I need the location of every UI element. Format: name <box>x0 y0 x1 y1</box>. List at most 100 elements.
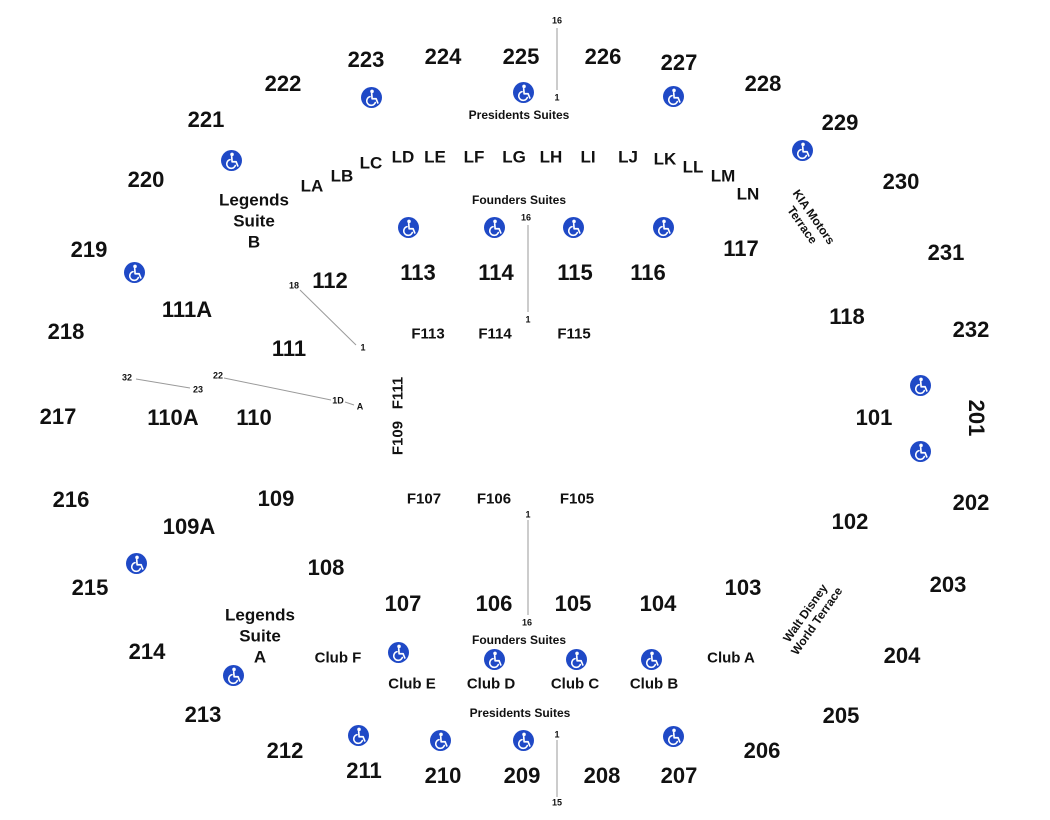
section-104[interactable]: 104 <box>639 591 677 616</box>
section-206[interactable]: 206 <box>743 738 781 763</box>
section-216[interactable]: 216 <box>52 487 90 512</box>
section-118[interactable]: 118 <box>829 304 865 329</box>
loge-box-lj[interactable]: LJ <box>618 147 638 167</box>
section-203[interactable]: 203 <box>929 572 967 597</box>
wheelchair-icon[interactable] <box>222 664 244 686</box>
loge-box-ll[interactable]: LL <box>682 157 704 177</box>
wheelchair-icon[interactable] <box>909 374 931 396</box>
wheelchair-icon[interactable] <box>429 729 451 751</box>
founders-box-f114[interactable]: F114 <box>478 325 512 343</box>
section-204[interactable]: 204 <box>883 643 921 668</box>
section-110a[interactable]: 110A <box>147 405 199 430</box>
section-106[interactable]: 106 <box>475 591 513 616</box>
wheelchair-icon[interactable] <box>662 85 684 107</box>
wheelchair-icon[interactable] <box>483 216 505 238</box>
section-111[interactable]: 111 <box>271 336 307 361</box>
wheelchair-icon[interactable] <box>909 440 931 462</box>
founders-box-f113[interactable]: F113 <box>411 325 445 343</box>
section-217[interactable]: 217 <box>39 404 77 429</box>
section-210[interactable]: 210 <box>424 763 462 788</box>
loge-box-lf[interactable]: LF <box>463 147 485 167</box>
wheelchair-icon[interactable] <box>791 139 813 161</box>
wheelchair-icon[interactable] <box>483 648 505 670</box>
section-228[interactable]: 228 <box>744 71 782 96</box>
founders-box-f105[interactable]: F105 <box>559 490 595 508</box>
section-223[interactable]: 223 <box>347 47 385 72</box>
section-115[interactable]: 115 <box>557 260 593 285</box>
wheelchair-icon[interactable] <box>220 149 242 171</box>
section-212[interactable]: 212 <box>266 738 304 763</box>
section-230[interactable]: 230 <box>882 169 920 194</box>
section-110[interactable]: 110 <box>236 405 272 430</box>
section-215[interactable]: 215 <box>71 575 109 600</box>
club-a[interactable]: Club A <box>707 649 755 667</box>
section-211[interactable]: 211 <box>346 758 382 783</box>
section-207[interactable]: 207 <box>660 763 698 788</box>
section-205[interactable]: 205 <box>822 703 860 728</box>
loge-box-ln[interactable]: LN <box>736 184 760 204</box>
club-d[interactable]: Club D <box>466 675 516 693</box>
section-111a[interactable]: 111A <box>161 297 213 322</box>
section-231[interactable]: 231 <box>927 240 965 265</box>
section-225[interactable]: 225 <box>502 44 540 69</box>
loge-box-lc[interactable]: LC <box>359 153 383 173</box>
section-117[interactable]: 117 <box>723 236 759 261</box>
section-109a[interactable]: 109A <box>162 514 216 539</box>
section-107[interactable]: 107 <box>384 591 422 616</box>
wheelchair-icon[interactable] <box>652 216 674 238</box>
section-105[interactable]: 105 <box>554 591 592 616</box>
club-b[interactable]: Club B <box>629 675 679 693</box>
section-114[interactable]: 114 <box>478 260 514 285</box>
section-201[interactable]: 201 <box>964 399 989 437</box>
wheelchair-icon[interactable] <box>125 552 147 574</box>
wheelchair-icon[interactable] <box>397 216 419 238</box>
section-113[interactable]: 113 <box>400 260 436 285</box>
wheelchair-icon[interactable] <box>562 216 584 238</box>
loge-box-li[interactable]: LI <box>580 147 596 167</box>
section-226[interactable]: 226 <box>584 44 622 69</box>
section-208[interactable]: 208 <box>583 763 621 788</box>
wheelchair-icon[interactable] <box>387 641 409 663</box>
wheelchair-icon[interactable] <box>123 261 145 283</box>
legends-suite-a[interactable]: Legends Suite A <box>225 605 295 667</box>
section-218[interactable]: 218 <box>47 319 85 344</box>
wheelchair-icon[interactable] <box>640 648 662 670</box>
section-116[interactable]: 116 <box>630 260 666 285</box>
section-227[interactable]: 227 <box>660 50 698 75</box>
loge-box-lm[interactable]: LM <box>710 166 736 186</box>
section-209[interactable]: 209 <box>503 763 541 788</box>
wheelchair-icon[interactable] <box>360 86 382 108</box>
section-221[interactable]: 221 <box>187 107 225 132</box>
wheelchair-icon[interactable] <box>565 648 587 670</box>
founders-box-f109[interactable]: F109 <box>389 420 407 456</box>
founders-box-f107[interactable]: F107 <box>406 490 442 508</box>
loge-box-ld[interactable]: LD <box>391 147 415 167</box>
club-c[interactable]: Club C <box>550 675 600 693</box>
legends-suite-b[interactable]: Legends Suite B <box>219 190 289 252</box>
wheelchair-icon[interactable] <box>512 729 534 751</box>
wheelchair-icon[interactable] <box>512 81 534 103</box>
loge-box-lh[interactable]: LH <box>539 147 563 167</box>
section-232[interactable]: 232 <box>952 317 990 342</box>
loge-box-lk[interactable]: LK <box>653 149 677 169</box>
section-109[interactable]: 109 <box>257 486 295 511</box>
section-101[interactable]: 101 <box>855 405 893 430</box>
section-108[interactable]: 108 <box>307 555 345 580</box>
section-213[interactable]: 213 <box>184 702 222 727</box>
founders-box-f115[interactable]: F115 <box>557 325 591 343</box>
section-103[interactable]: 103 <box>724 575 762 600</box>
founders-box-f111[interactable]: F111 <box>389 376 407 410</box>
loge-box-la[interactable]: LA <box>300 176 324 196</box>
section-112[interactable]: 112 <box>312 268 348 293</box>
founders-box-f106[interactable]: F106 <box>476 490 512 508</box>
section-219[interactable]: 219 <box>70 237 108 262</box>
section-224[interactable]: 224 <box>424 44 462 69</box>
wheelchair-icon[interactable] <box>662 725 684 747</box>
section-214[interactable]: 214 <box>128 639 166 664</box>
section-202[interactable]: 202 <box>952 490 990 515</box>
loge-box-lg[interactable]: LG <box>502 147 526 167</box>
club-e[interactable]: Club E <box>388 675 436 693</box>
section-229[interactable]: 229 <box>821 110 859 135</box>
section-102[interactable]: 102 <box>831 509 869 534</box>
wheelchair-icon[interactable] <box>347 724 369 746</box>
